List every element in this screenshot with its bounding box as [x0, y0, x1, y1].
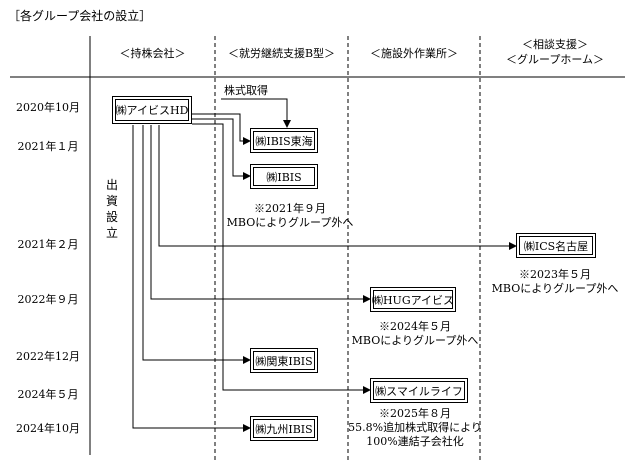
company-box-ibis: ㈱IBIS [250, 164, 318, 189]
column-header-consult: ＜相談支援＞ [522, 38, 588, 51]
investment-establishment-label: 出 資 設 立 [105, 178, 118, 240]
column-header-holding: ＜持株会社＞ [119, 47, 186, 60]
arrow-hd-kyushu [132, 125, 251, 432]
company-box-smile-life: ㈱スマイルライフ [370, 378, 468, 403]
column-header-outside: ＜施設外作業所＞ [370, 47, 458, 60]
company-box-kyushu-ibis: ㈱九州IBIS [250, 416, 318, 441]
date-2024-10: 2024年10月 [16, 422, 80, 435]
stock-acquisition-label: 株式取得 [224, 84, 268, 97]
date-2022-09: 2022年９月 [17, 293, 79, 306]
arrow-hd-tokai [192, 113, 251, 145]
arrow-to-tokai [221, 98, 291, 128]
date-2021-01: 2021年１月 [17, 140, 79, 153]
date-2020-10: 2020年10月 [16, 101, 80, 114]
date-2022-12: 2022年12月 [16, 350, 80, 363]
company-box-ibis-hd: ㈱アイビスHD [112, 96, 192, 124]
date-2021-02: 2021年２月 [17, 238, 79, 251]
company-box-kanto-ibis: ㈱関東IBIS [250, 348, 318, 373]
column-header-group-home: ＜グループホーム＞ [505, 53, 604, 66]
diagram-title: ［各グループ会社の設立］ [8, 9, 152, 23]
arrow-hd-smile [192, 123, 371, 394]
date-2024-05: 2024年５月 [17, 388, 79, 401]
arrow-hd-kanto [142, 125, 251, 364]
company-box-ics-nagoya: ㈱ICS名古屋 [516, 233, 596, 258]
company-box-hug-ibis: ㈱HUGアイビス [370, 287, 456, 312]
arrow-hd-hug [150, 125, 371, 303]
arrow-hd-ics [158, 125, 517, 250]
column-header-b-type: ＜就労継続支援B型＞ [227, 47, 336, 60]
company-box-ibis-tokai: ㈱IBIS東海 [250, 128, 318, 153]
arrow-hd-ibis [192, 118, 251, 180]
